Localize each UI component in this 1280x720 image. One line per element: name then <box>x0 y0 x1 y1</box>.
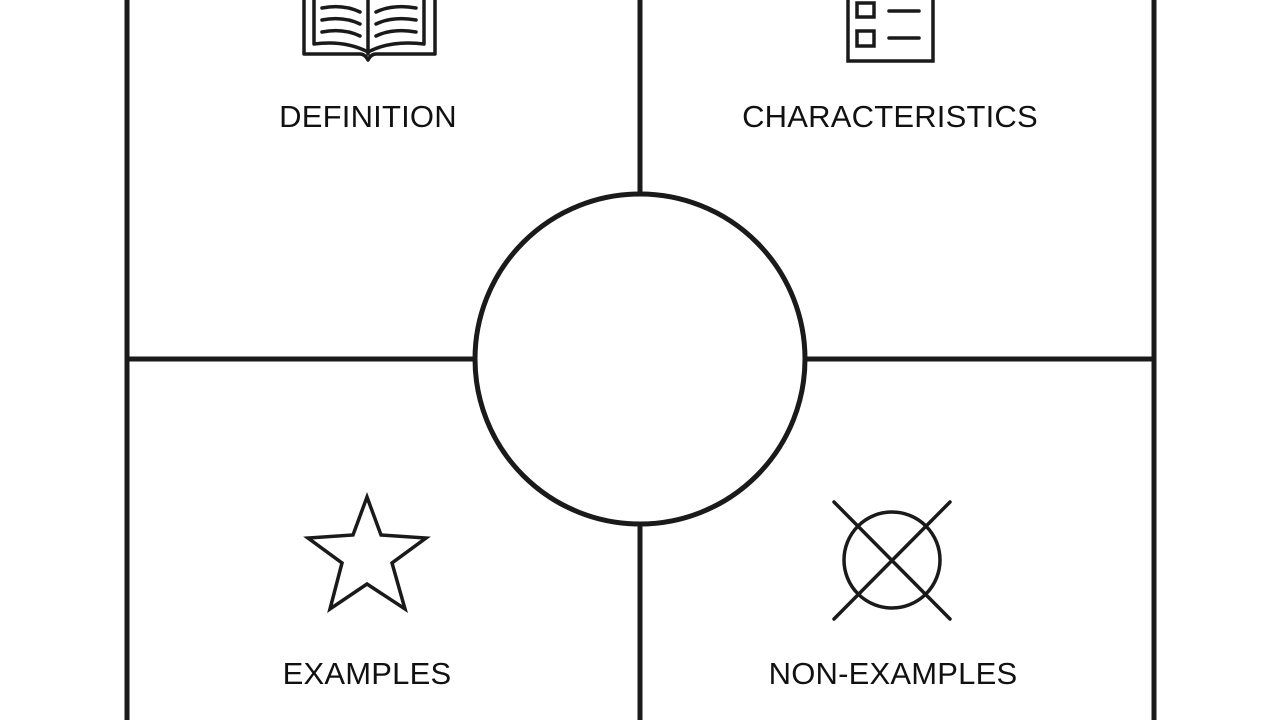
crossed-circle-icon <box>832 500 952 621</box>
quadrant-label-characteristics: CHARACTERISTICS <box>742 99 1038 134</box>
quadrant-label-non-examples: NON-EXAMPLES <box>768 656 1018 691</box>
open-book-icon <box>302 0 437 62</box>
star-icon <box>303 491 431 614</box>
center-circle[interactable] <box>472 191 808 527</box>
quadrant-label-examples: EXAMPLES <box>282 656 452 691</box>
checklist-icon <box>846 0 935 63</box>
quadrant-label-definition: DEFINITION <box>279 99 457 134</box>
